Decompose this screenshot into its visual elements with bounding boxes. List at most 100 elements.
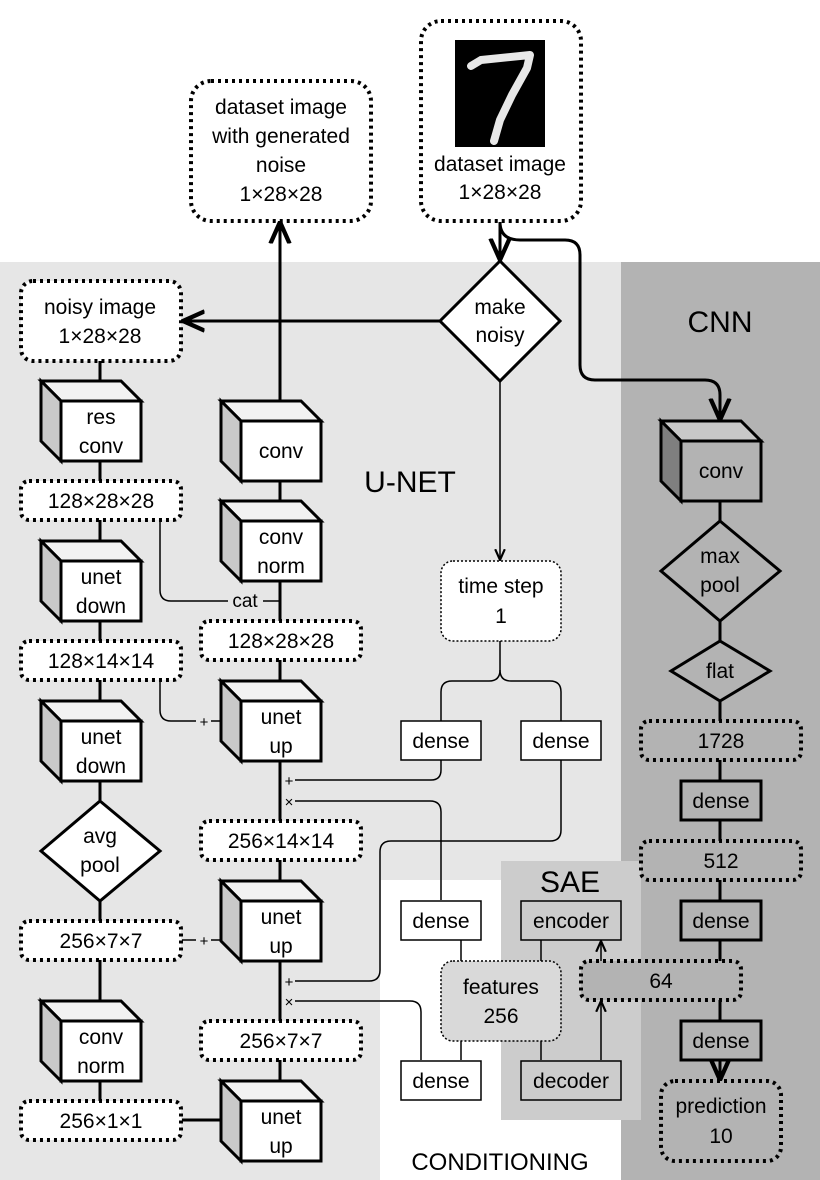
svg-text:up: up bbox=[269, 1135, 292, 1158]
svg-text:256×14×14: 256×14×14 bbox=[228, 830, 335, 853]
svg-text:dense: dense bbox=[412, 1070, 469, 1093]
features-node: features 256 bbox=[440, 960, 562, 1042]
svg-text:1×28×28: 1×28×28 bbox=[459, 181, 542, 204]
connectors bbox=[98, 222, 720, 1122]
unet-down-block-1: unet down bbox=[37, 537, 145, 625]
unet-up-block-2: unet up bbox=[217, 877, 325, 965]
svg-text:256×7×7: 256×7×7 bbox=[60, 930, 143, 953]
svg-text:max: max bbox=[700, 545, 740, 568]
conv-norm-block-mid: conv norm bbox=[217, 497, 325, 585]
svg-text:conv: conv bbox=[79, 1026, 124, 1049]
shape-1728: 1728 bbox=[639, 719, 803, 762]
svg-text:conv: conv bbox=[699, 460, 744, 483]
svg-text:time step: time step bbox=[458, 575, 543, 598]
svg-text:up: up bbox=[269, 735, 292, 758]
dense-features-2: dense bbox=[400, 1060, 482, 1101]
times-op-1: × bbox=[285, 794, 294, 811]
decoder-node: decoder bbox=[520, 1060, 622, 1101]
noisy-image-node: noisy image 1×28×28 bbox=[19, 279, 183, 363]
svg-text:dense: dense bbox=[692, 790, 749, 813]
make-noisy-node: make noisy bbox=[437, 258, 563, 384]
svg-text:flat: flat bbox=[706, 660, 734, 683]
avg-pool-node: avg pool bbox=[38, 799, 163, 903]
shape-256x1x1: 256×1×1 bbox=[19, 1099, 183, 1142]
latent-64-node: 64 bbox=[579, 959, 743, 1002]
svg-text:10: 10 bbox=[709, 1125, 732, 1148]
svg-text:256: 256 bbox=[483, 1005, 518, 1028]
svg-text:encoder: encoder bbox=[533, 910, 609, 933]
shape-128x28x28-left: 128×28×28 bbox=[19, 479, 183, 522]
cat-label: cat bbox=[232, 591, 258, 612]
dense-cnn-2: dense bbox=[679, 899, 763, 942]
plus-op-2: + bbox=[200, 933, 209, 950]
svg-text:256×7×7: 256×7×7 bbox=[240, 1030, 323, 1053]
max-pool-node: max pool bbox=[658, 519, 783, 623]
unet-up-block-1: unet up bbox=[217, 677, 325, 765]
svg-text:512: 512 bbox=[703, 850, 738, 873]
svg-text:unet: unet bbox=[81, 566, 122, 589]
svg-text:up: up bbox=[269, 935, 292, 958]
dense-cnn-3: dense bbox=[679, 1019, 763, 1062]
conv-block-top: conv bbox=[217, 397, 325, 485]
dense-time-2: dense bbox=[520, 720, 602, 761]
unet-title: U-NET bbox=[364, 466, 456, 499]
time-step-node: time step 1 bbox=[440, 560, 562, 642]
svg-text:noisy image: noisy image bbox=[44, 296, 156, 319]
svg-text:64: 64 bbox=[649, 970, 673, 993]
svg-text:down: down bbox=[76, 755, 126, 778]
svg-text:norm: norm bbox=[77, 1055, 125, 1078]
dense-features-1: dense bbox=[400, 900, 482, 941]
svg-text:noisy: noisy bbox=[475, 324, 525, 347]
shape-256x14x14: 256×14×14 bbox=[199, 819, 363, 862]
svg-text:128×28×28: 128×28×28 bbox=[228, 630, 334, 653]
shape-256x7x7-mid: 256×7×7 bbox=[199, 1019, 363, 1062]
svg-text:conv: conv bbox=[79, 435, 124, 458]
svg-text:with generated: with generated bbox=[211, 125, 350, 148]
sae-title: SAE bbox=[540, 866, 600, 899]
svg-text:features: features bbox=[463, 976, 539, 999]
svg-text:1728: 1728 bbox=[698, 730, 745, 753]
times-op-2: × bbox=[285, 994, 294, 1011]
digit-seven-stroke bbox=[467, 51, 534, 145]
res-conv-block: res conv bbox=[37, 377, 145, 465]
svg-text:pool: pool bbox=[700, 574, 740, 597]
shape-256x7x7-left: 256×7×7 bbox=[19, 919, 183, 962]
svg-text:make: make bbox=[474, 296, 525, 319]
svg-text:res: res bbox=[86, 406, 115, 429]
svg-text:dense: dense bbox=[692, 910, 749, 933]
svg-text:dataset image: dataset image bbox=[434, 153, 566, 176]
svg-text:unet: unet bbox=[81, 726, 122, 749]
plus-op-4: + bbox=[285, 974, 294, 991]
dataset-image-node: dataset image 1×28×28 bbox=[419, 19, 583, 223]
conditioning-title: CONDITIONING bbox=[411, 1149, 588, 1176]
svg-text:dense: dense bbox=[412, 730, 469, 753]
svg-text:noise: noise bbox=[256, 154, 306, 177]
encoder-node: encoder bbox=[520, 900, 622, 941]
svg-text:pool: pool bbox=[80, 854, 120, 877]
svg-text:256×1×1: 256×1×1 bbox=[60, 1110, 143, 1133]
unet-down-block-2: unet down bbox=[37, 697, 145, 785]
cnn-title: CNN bbox=[688, 306, 753, 339]
conv-norm-block-left: conv norm bbox=[37, 997, 145, 1085]
shape-128x14x14: 128×14×14 bbox=[19, 639, 183, 682]
noisy-dataset-node: dataset image with generated noise 1×28×… bbox=[189, 79, 373, 223]
dense-cnn-1: dense bbox=[679, 779, 763, 822]
svg-text:prediction: prediction bbox=[675, 1095, 766, 1118]
cnn-conv-block: conv bbox=[657, 417, 765, 505]
svg-text:unet: unet bbox=[261, 1106, 302, 1129]
shape-128x28x28-mid: 128×28×28 bbox=[199, 619, 363, 662]
svg-text:conv: conv bbox=[259, 440, 304, 463]
svg-text:dense: dense bbox=[532, 730, 589, 753]
svg-text:unet: unet bbox=[261, 706, 302, 729]
plus-op-3: + bbox=[285, 773, 294, 790]
svg-text:1×28×28: 1×28×28 bbox=[240, 183, 323, 206]
svg-text:1×28×28: 1×28×28 bbox=[59, 325, 142, 348]
svg-text:128×28×28: 128×28×28 bbox=[48, 490, 154, 513]
svg-text:conv: conv bbox=[259, 526, 304, 549]
prediction-node: prediction 10 bbox=[659, 1079, 783, 1163]
unet-up-block-3: unet up bbox=[217, 1077, 325, 1165]
dense-time-1: dense bbox=[400, 720, 482, 761]
svg-text:dataset image: dataset image bbox=[215, 96, 347, 119]
shape-512: 512 bbox=[639, 839, 803, 882]
